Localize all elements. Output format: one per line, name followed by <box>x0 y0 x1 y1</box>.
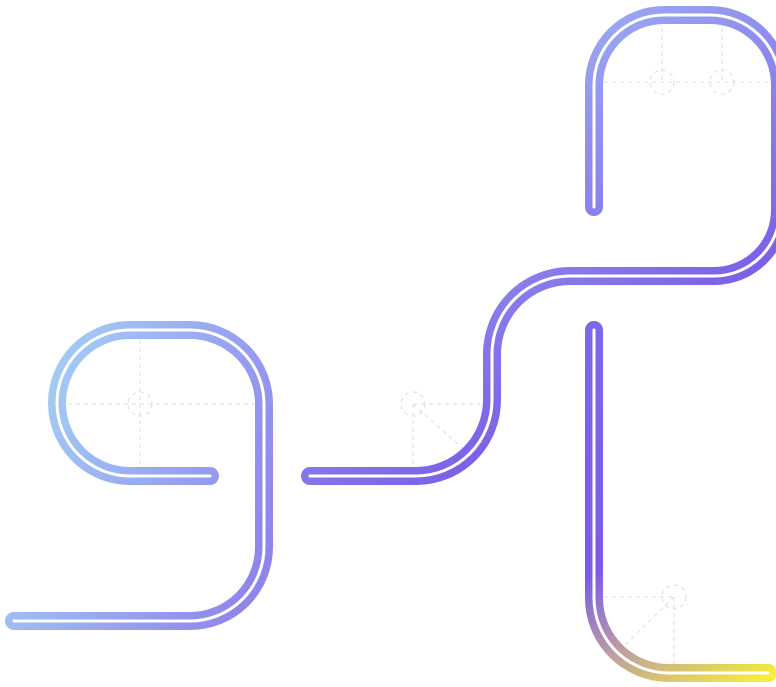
guide-lines <box>60 20 776 665</box>
track-middle-s-curve <box>301 6 776 485</box>
track-left-loop <box>5 321 273 630</box>
track-right-end <box>585 321 776 682</box>
